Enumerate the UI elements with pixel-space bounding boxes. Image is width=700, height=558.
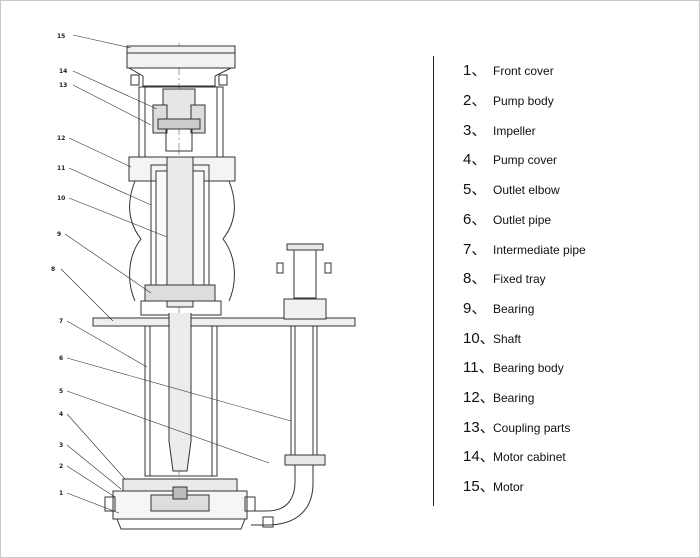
legend-item: 14、Motor cabinet <box>463 447 566 467</box>
legend-number: 1、 <box>463 62 487 79</box>
motor-shape <box>126 45 236 87</box>
legend-number: 11、 <box>463 359 494 376</box>
pump-casing-shape <box>104 478 274 530</box>
callout-8: 8 <box>51 266 55 273</box>
legend-label: Fixed tray <box>493 272 546 286</box>
legend-number: 9、 <box>463 300 487 317</box>
legend-label: Motor cabinet <box>493 450 566 464</box>
legend-item: 3、 Impeller <box>463 121 536 141</box>
motor-cabinet-shape <box>138 86 224 158</box>
outlet-elbow-shape <box>251 465 314 526</box>
callout-9: 9 <box>57 231 61 238</box>
legend-label: Bearing <box>493 302 535 316</box>
legend-item: 6、 Outlet pipe <box>463 210 551 230</box>
legend-number: 7、 <box>463 241 487 258</box>
legend-label: Motor <box>493 480 524 494</box>
callout-15: 15 <box>57 33 65 40</box>
callout-5: 5 <box>59 388 63 395</box>
legend-item: 15、Motor <box>463 477 524 497</box>
legend-number: 10、 <box>463 330 495 347</box>
legend-label: Coupling parts <box>493 421 571 435</box>
callout-1: 1 <box>59 490 63 497</box>
legend-label: Shaft <box>493 332 522 346</box>
pump-sectional-drawing: 15 14 13 12 11 10 9 8 7 6 5 4 3 2 1 <box>51 33 356 530</box>
legend-number: 4、 <box>463 151 487 168</box>
legend-label: Front cover <box>493 64 554 78</box>
legend-item: 5、 Outlet elbow <box>463 180 560 200</box>
legend-number: 2、 <box>463 92 487 109</box>
legend-label: Outlet pipe <box>493 213 552 227</box>
callout-4: 4 <box>59 411 63 418</box>
legend-item: 12、Bearing <box>463 388 534 408</box>
legend-label: Bearing body <box>493 361 564 375</box>
legend-number: 3、 <box>463 122 487 139</box>
callout-7: 7 <box>59 318 63 325</box>
legend-item: 4、 Pump cover <box>463 150 557 170</box>
bearing-body-shape <box>128 156 236 316</box>
legend-item: 13、Coupling parts <box>463 418 570 438</box>
legend-number: 8、 <box>463 270 487 287</box>
legend-label: Impeller <box>493 124 536 138</box>
legend-number: 15、 <box>463 478 495 495</box>
callout-11: 11 <box>57 165 65 172</box>
intermediate-pipe-shape <box>144 313 218 477</box>
callout-leaders <box>60 34 292 514</box>
callout-6: 6 <box>59 355 63 362</box>
legend-item: 8、 Fixed tray <box>463 269 546 289</box>
legend-label: Intermediate pipe <box>493 243 586 257</box>
legend-item: 9、 Bearing <box>463 299 534 319</box>
callout-2: 2 <box>59 463 63 470</box>
legend-label: Pump cover <box>493 153 558 167</box>
fixed-tray-shape <box>92 317 356 327</box>
legend-number: 13、 <box>463 419 495 436</box>
legend-label: Outlet elbow <box>493 183 560 197</box>
legend-number: 6、 <box>463 211 487 228</box>
legend-item: 10、Shaft <box>463 329 521 349</box>
legend-item: 7、 Intermediate pipe <box>463 240 586 260</box>
callout-10: 10 <box>57 195 65 202</box>
legend-label: Bearing <box>493 391 535 405</box>
legend-item: 11、Bearing body <box>463 358 564 378</box>
callout-3: 3 <box>59 442 63 449</box>
callout-12: 12 <box>57 135 65 142</box>
legend-number: 14、 <box>463 448 495 465</box>
legend-item: 2、 Pump body <box>463 91 554 111</box>
callout-14: 14 <box>59 68 67 75</box>
callout-13: 13 <box>59 82 67 89</box>
outlet-pipe-shape <box>276 243 332 466</box>
legend-item: 1、 Front cover <box>463 61 554 81</box>
legend-divider <box>433 56 434 506</box>
legend-number: 12、 <box>463 389 495 406</box>
legend-label: Pump body <box>493 94 554 108</box>
legend-number: 5、 <box>463 181 487 198</box>
